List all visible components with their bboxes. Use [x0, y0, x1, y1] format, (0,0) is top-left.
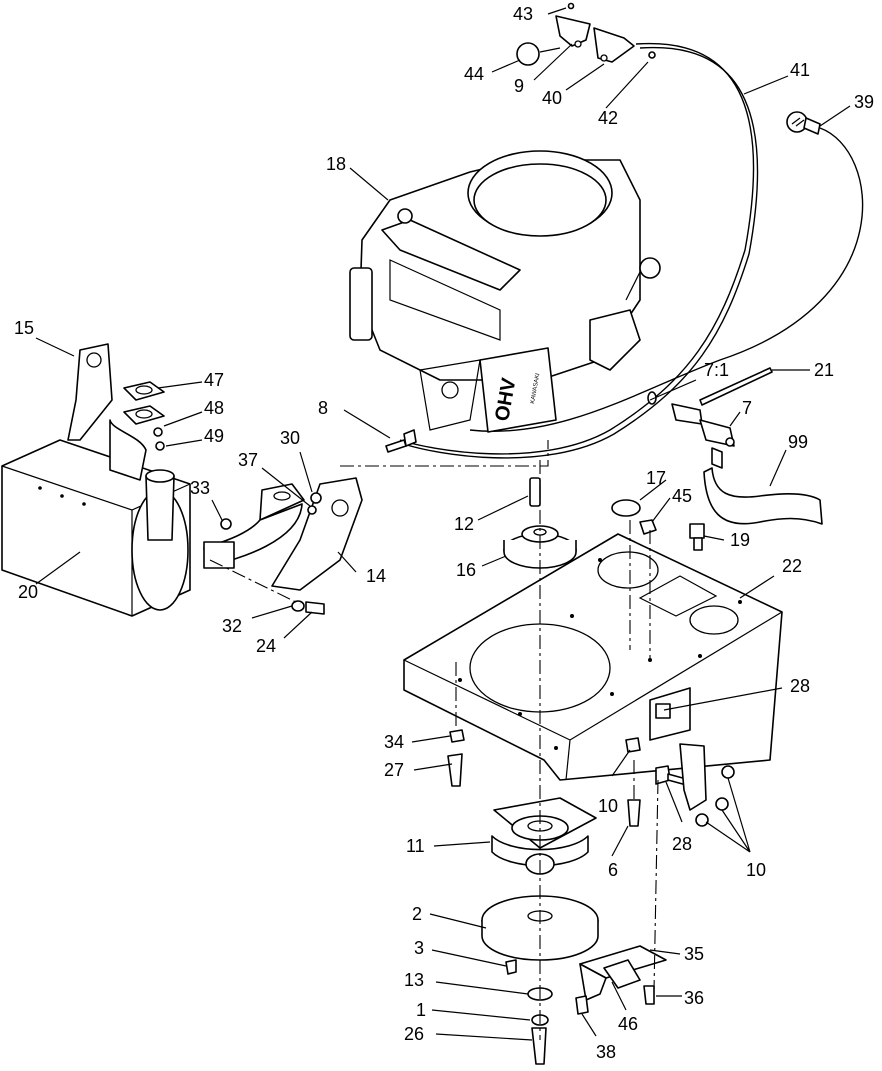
bolt-30 [310, 492, 322, 504]
fitting-19 [689, 523, 705, 551]
bolt-6 [627, 799, 641, 827]
callout-37: 37 [238, 450, 258, 470]
callout-38: 38 [596, 1042, 616, 1062]
callout-99: 99 [788, 432, 808, 452]
callout-20: 20 [18, 582, 38, 602]
callout-21: 21 [814, 360, 834, 380]
callout-10-left: 10 [598, 796, 618, 816]
callout-34: 34 [384, 732, 404, 752]
callout-46: 46 [618, 1014, 638, 1034]
callout-1: 1 [416, 1000, 426, 1020]
grommet-17 [611, 499, 641, 517]
nut-33 [220, 518, 232, 530]
callout-8: 8 [318, 398, 328, 418]
anti-rotation-bracket [575, 945, 667, 1015]
muffler [1, 439, 191, 617]
callout-44: 44 [464, 64, 484, 84]
callout-49: 49 [204, 426, 224, 446]
callout-40: 40 [542, 88, 562, 108]
bracket [679, 743, 707, 811]
callout-28-lower: 28 [672, 834, 692, 854]
callout-33: 33 [190, 478, 210, 498]
throttle-control-assembly [516, 2, 656, 66]
callout-43: 43 [513, 4, 533, 24]
washer-37 [307, 505, 317, 515]
callout-35: 35 [684, 944, 704, 964]
nut-45 [639, 519, 657, 535]
fuel-fitting [647, 367, 773, 469]
callout-36: 36 [684, 988, 704, 1008]
callout-22: 22 [782, 556, 802, 576]
callout-6: 6 [608, 860, 618, 880]
callout-7: 7 [742, 398, 752, 418]
pto-clutch [491, 797, 597, 875]
bolt-24 [305, 601, 325, 615]
muffler-bracket-15 [67, 343, 113, 441]
callout-28-upper: 28 [790, 676, 810, 696]
engine: OHV KAWASAKI [349, 150, 661, 433]
bolt-8 [385, 429, 417, 453]
callout-39: 39 [854, 92, 874, 112]
nut-10a [625, 737, 641, 753]
engine-brand: KAWASAKI [530, 373, 541, 405]
callout-7-1: 7:1 [704, 360, 729, 380]
callout-16: 16 [456, 560, 476, 580]
washer-34 [449, 729, 465, 743]
callout-27: 27 [384, 760, 404, 780]
callout-45: 45 [672, 486, 692, 506]
callout-10-right: 10 [746, 860, 766, 880]
callout-15: 15 [14, 318, 34, 338]
callout-labels: 43 44 9 40 42 41 39 18 15 47 48 49 8 30 … [14, 4, 874, 1062]
key-12 [529, 477, 541, 507]
callout-24: 24 [256, 636, 276, 656]
callout-9: 9 [514, 76, 524, 96]
leader-lines [35, 7, 851, 1041]
callout-47: 47 [204, 370, 224, 390]
muffler-bracket-14 [271, 477, 363, 591]
callout-19: 19 [730, 530, 750, 550]
callout-12: 12 [454, 514, 474, 534]
callout-11: 11 [406, 836, 425, 856]
callout-41: 41 [790, 60, 810, 80]
callout-30: 30 [280, 428, 300, 448]
fuel-hose [703, 467, 823, 525]
screw-3 [505, 959, 517, 975]
callout-32: 32 [222, 616, 242, 636]
choke-cable [469, 111, 864, 432]
callout-17: 17 [646, 468, 666, 488]
bolt-26 [531, 1027, 547, 1065]
callout-48: 48 [204, 398, 224, 418]
bolt-27 [447, 753, 463, 787]
callout-2: 2 [412, 904, 422, 924]
callout-13: 13 [404, 970, 424, 990]
callout-26: 26 [404, 1024, 424, 1044]
callout-3: 3 [414, 938, 424, 958]
callout-18: 18 [326, 154, 346, 174]
washer-32 [291, 600, 305, 612]
callout-14: 14 [366, 566, 386, 586]
callout-42: 42 [598, 108, 618, 128]
